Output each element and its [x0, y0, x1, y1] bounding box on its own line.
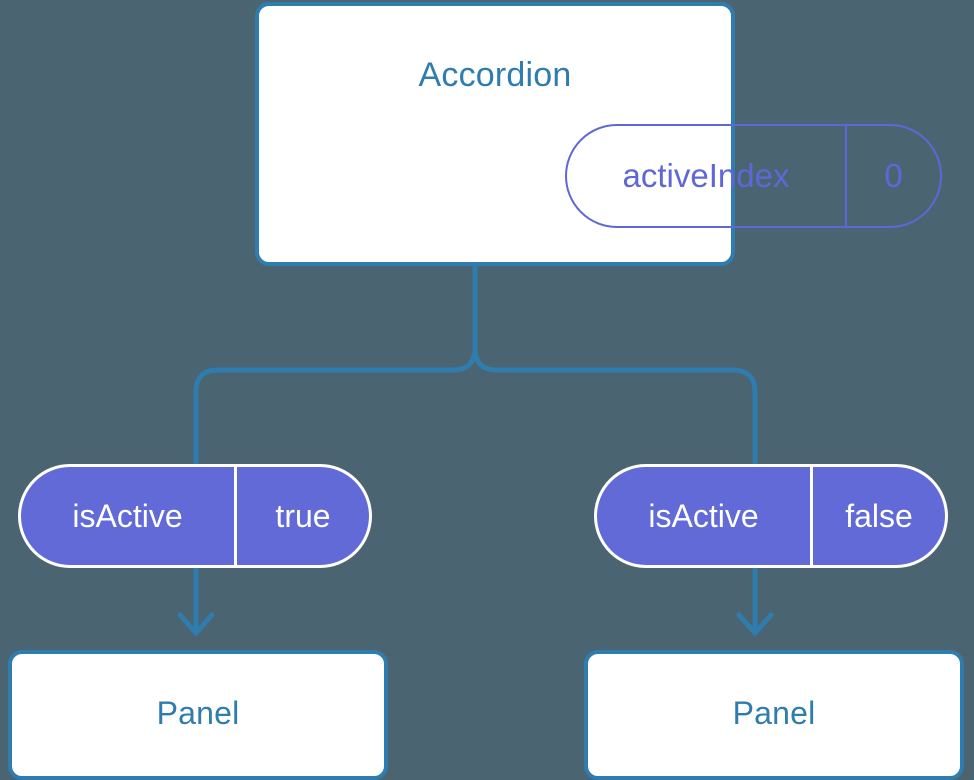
prop-pill-is-active-true[interactable]: isActive true	[18, 464, 372, 568]
state-value-label: 0	[884, 157, 903, 194]
fork-connector	[193, 263, 478, 473]
accordion-title: Accordion	[418, 56, 572, 94]
accordion-component-card[interactable]: Accordion activeIndex 0	[255, 2, 942, 266]
panel-title: Panel	[732, 695, 816, 731]
panel-component-card-right[interactable]: Panel	[584, 650, 964, 780]
prop-pill-is-active-false[interactable]: isActive false	[594, 464, 948, 568]
panel-component-card-left[interactable]: Panel	[8, 650, 388, 780]
prop-value-label: true	[275, 497, 331, 534]
prop-key-label: isActive	[597, 467, 813, 565]
arrow-right-pill-to-panel	[736, 563, 774, 636]
state-pill-active-index[interactable]: activeIndex 0	[565, 124, 942, 228]
arrow-left-pill-to-panel	[177, 563, 215, 636]
prop-key-label: isActive	[21, 467, 237, 565]
prop-value-label: false	[845, 497, 913, 534]
state-key-label: activeIndex	[567, 126, 847, 226]
panel-title: Panel	[156, 695, 240, 731]
fork-connector-right	[472, 345, 758, 473]
